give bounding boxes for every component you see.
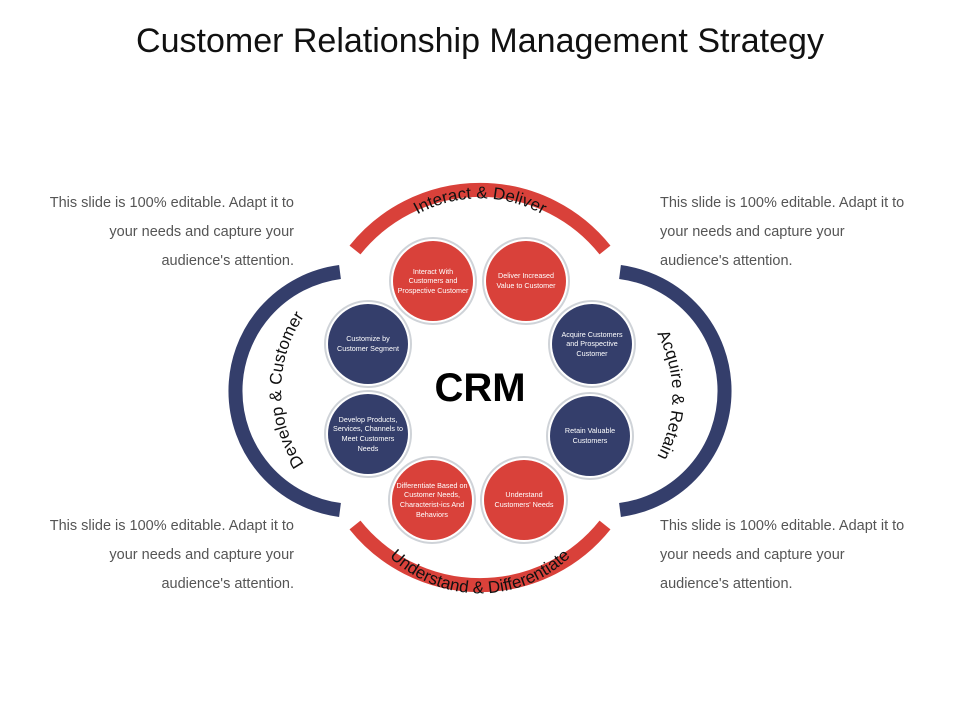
- stage-label-bottom: Understand & Differentiate: [387, 545, 574, 597]
- node-circle: [328, 394, 408, 474]
- note-top-right: This slide is 100% editable. Adapt it to…: [660, 195, 905, 269]
- arc-right-acquire-retain: [619, 265, 732, 517]
- note-bottom-right: This slide is 100% editable. Adapt it to…: [660, 518, 905, 592]
- note-top-left: This slide is 100% editable. Adapt it to…: [49, 195, 294, 269]
- page-title: Customer Relationship Management Strateg…: [136, 22, 824, 60]
- node-label: Develop Products, Services, Channels to …: [333, 414, 403, 453]
- stage-label-left: Develop & Customer: [266, 308, 308, 472]
- node-circle: [550, 396, 630, 476]
- stage-label-top: Interact & Deliver: [410, 183, 550, 218]
- node-label: Interact With Customers and Prospective …: [397, 266, 469, 295]
- node-circle: [393, 241, 473, 321]
- node-circle: [486, 241, 566, 321]
- node-label: Understand Customers' Needs: [494, 490, 554, 509]
- node-circle: [484, 460, 564, 540]
- arc-left-develop-customer: [228, 265, 341, 517]
- node-label: Differentiate Based on Customer Needs, C…: [396, 480, 468, 519]
- node-label: Retain Valuable Customers: [564, 426, 616, 445]
- node-label: Acquire Customers and Prospective Custom…: [561, 329, 623, 358]
- node-circle: [392, 460, 472, 540]
- crm-center-label: CRM: [434, 366, 526, 410]
- node-circle: [328, 304, 408, 384]
- node-label: Deliver Increased Value to Customer: [496, 271, 556, 290]
- note-bottom-left: This slide is 100% editable. Adapt it to…: [49, 518, 294, 592]
- node-circle: [552, 304, 632, 384]
- node-label: Customize by Customer Segment: [337, 334, 399, 353]
- arc-top-interact-deliver: [349, 182, 611, 255]
- stage-label-right: Acquire & Retain: [653, 327, 687, 463]
- arc-bottom-understand-differentiate: [349, 520, 611, 593]
